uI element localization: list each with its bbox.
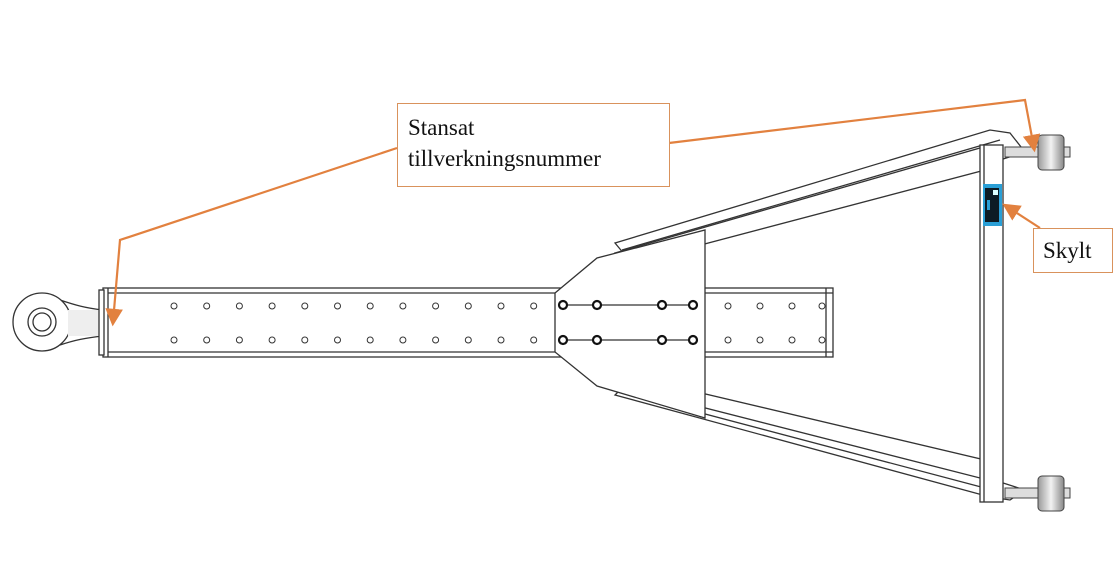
beam-hole [203, 302, 211, 310]
gusset-plate [554, 229, 706, 419]
beam-hole [301, 336, 309, 344]
beam-hole [724, 302, 732, 310]
beam-hole [399, 302, 407, 310]
sign-callout-label: Skylt [1043, 238, 1092, 263]
bolt-hole [557, 334, 569, 346]
bolt-hole [591, 299, 603, 311]
bushing-bottom [1004, 475, 1071, 512]
bolt-hole [656, 334, 668, 346]
beam-hole [334, 336, 341, 344]
beam-hole [464, 302, 472, 310]
bolt-hole [557, 299, 569, 311]
bolt-hole [591, 334, 603, 346]
beam-hole [497, 336, 505, 344]
beam-holes [170, 302, 826, 344]
leader-serial-bushing [668, 98, 1041, 153]
sign-plate [983, 184, 1002, 226]
beam-hole [170, 336, 178, 344]
beam-hole [432, 336, 440, 344]
beam-hole [788, 302, 796, 310]
sign-callout: Skylt [1033, 228, 1113, 273]
beam-hole [530, 336, 538, 344]
beam-hole [268, 302, 276, 310]
beam-hole [788, 336, 796, 344]
beam-hole [268, 336, 276, 344]
beam-hole [464, 336, 472, 344]
leader-sign [1002, 203, 1041, 229]
beam-hole [756, 302, 764, 310]
beam-hole [530, 302, 538, 310]
beam-hole [432, 302, 440, 310]
towing-eye [12, 289, 105, 356]
beam-hole [497, 302, 505, 310]
bolt-holes [557, 299, 699, 346]
beam-hole [818, 336, 826, 344]
bolt-hole [687, 334, 699, 346]
beam-hole [724, 336, 732, 344]
beam-hole [235, 302, 243, 310]
beam-hole [366, 302, 374, 310]
beam-hole [203, 336, 211, 344]
beam-hole [756, 336, 764, 344]
callout-line-2: tillverkningsnummer [408, 146, 601, 171]
beam-hole [235, 336, 243, 344]
bolt-hole [687, 299, 699, 311]
leader-serial-eye [105, 146, 398, 327]
beam-hole [399, 336, 407, 344]
serial-number-callout: Stansat tillverkningsnummer [397, 103, 670, 187]
beam-hole [170, 302, 178, 310]
bolt-hole [656, 299, 668, 311]
main-beam [102, 287, 834, 358]
beam-hole [366, 336, 374, 344]
callout-line-1: Stansat [408, 115, 475, 140]
beam-hole [301, 302, 309, 310]
leader-lines [105, 98, 1041, 327]
beam-hole [334, 302, 341, 310]
beam-hole [818, 302, 826, 310]
